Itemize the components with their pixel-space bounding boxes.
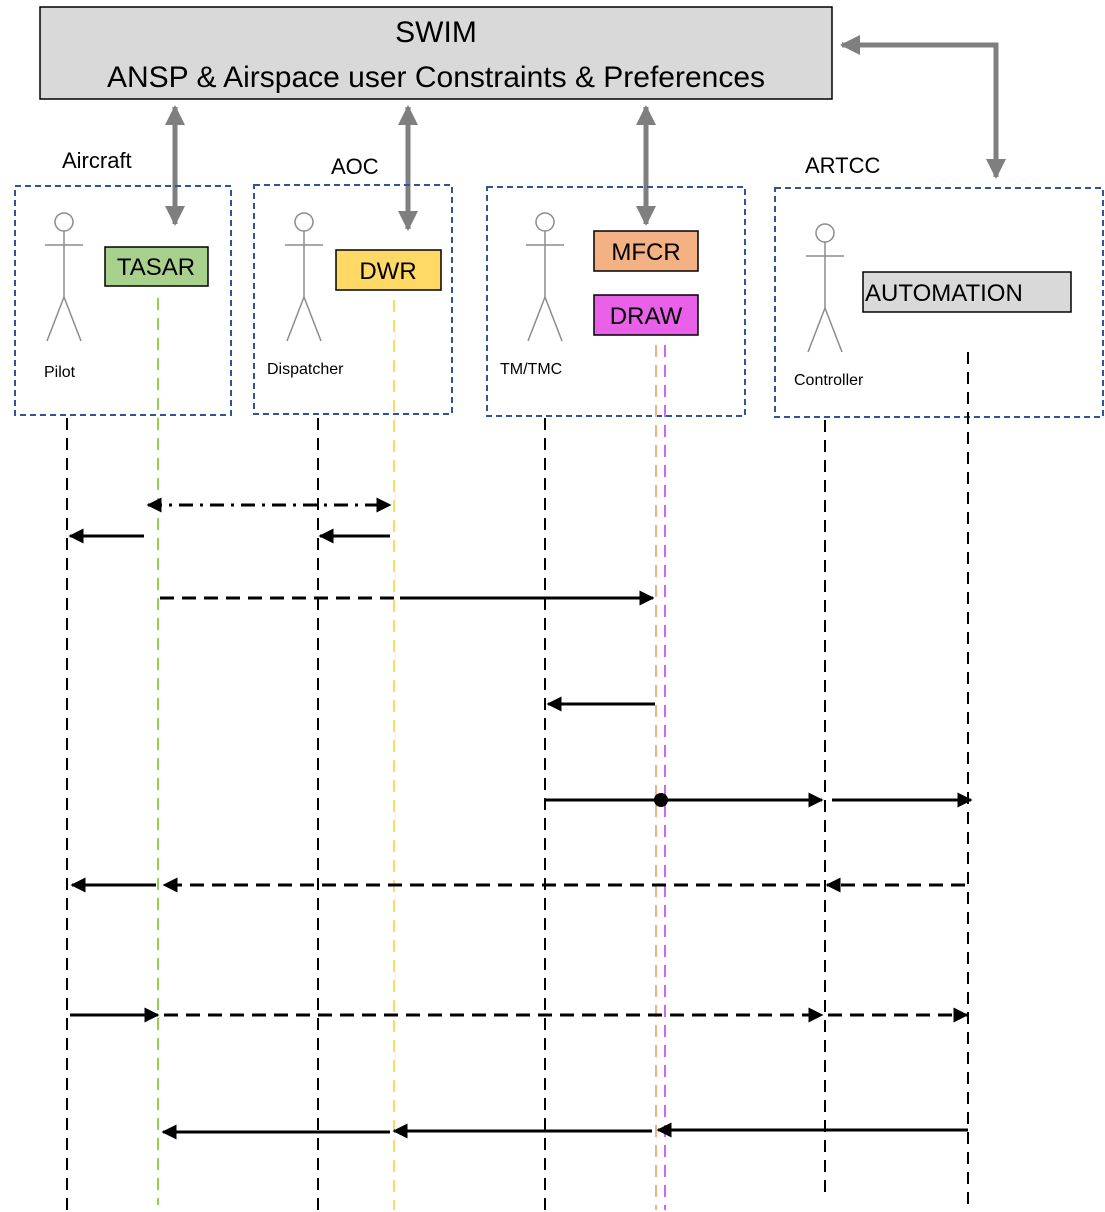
dwr-box: DWR	[335, 249, 442, 291]
draw-label: DRAW	[610, 303, 683, 330]
tm-label: TM/TMC	[500, 361, 562, 378]
group-box-tm	[486, 186, 746, 417]
group-label-aoc: AOC	[331, 154, 379, 179]
tasar-box: TASAR	[104, 246, 209, 287]
controller-label: Controller	[794, 372, 864, 389]
pilot-label: Pilot	[44, 364, 76, 381]
group-box-aoc	[253, 184, 453, 415]
pilot-actor-icon	[45, 212, 83, 342]
group-label-artcc: ARTCC	[805, 153, 880, 178]
dispatcher-actor-icon	[285, 212, 323, 342]
dwr-label: DWR	[359, 258, 416, 285]
junction-dot	[654, 793, 668, 807]
mfcr-label: MFCR	[611, 239, 680, 266]
swim-box: SWIM ANSP & Airspace user Constraints & …	[39, 6, 833, 100]
automation-label: AUTOMATION	[865, 280, 1023, 307]
draw-box: DRAW	[593, 294, 699, 336]
swim-connectors	[165, 35, 1006, 231]
tasar-label: TASAR	[117, 254, 195, 281]
swim-artcc-connector	[840, 35, 1006, 179]
dispatcher-label: Dispatcher	[267, 361, 344, 378]
group-label-aircraft: Aircraft	[62, 148, 132, 173]
swim-subtitle: ANSP & Airspace user Constraints & Prefe…	[107, 61, 765, 94]
group-box-artcc	[774, 187, 1104, 418]
swim-title: SWIM	[395, 16, 477, 49]
mfcr-box: MFCR	[593, 230, 699, 272]
tm-actor-icon	[526, 212, 564, 342]
automation-box: AUTOMATION	[862, 271, 1072, 313]
group-box-aircraft	[14, 185, 232, 416]
controller-actor-icon	[806, 223, 844, 353]
